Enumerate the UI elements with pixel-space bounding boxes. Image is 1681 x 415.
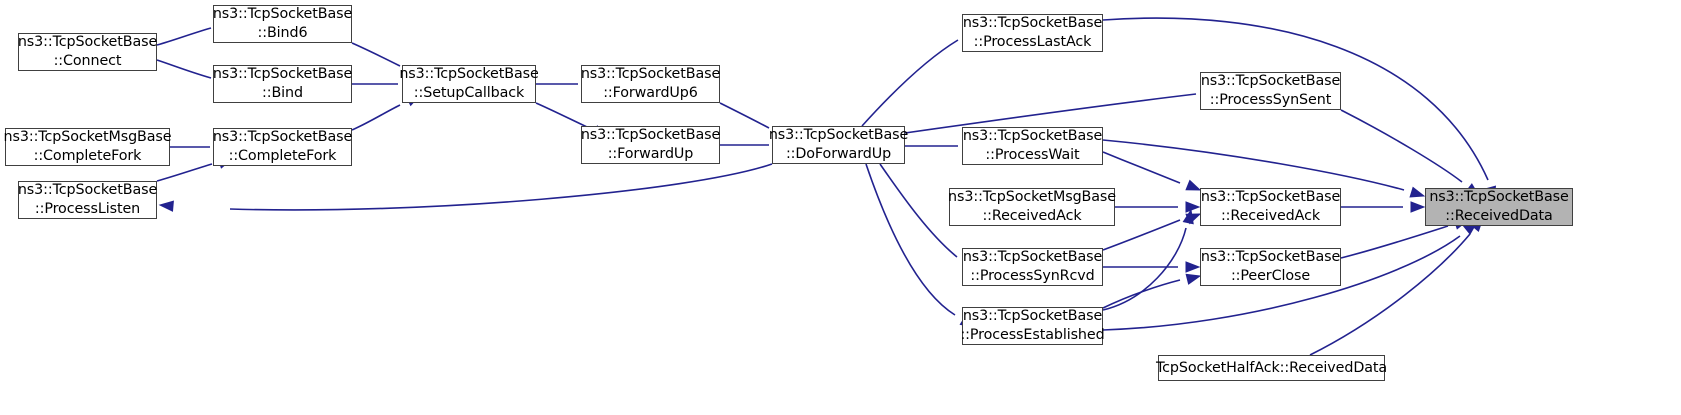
graph-node-receivedack[interactable]: ns3::TcpSocketBase::ReceivedAck xyxy=(1200,188,1341,226)
graph-node-forwardup[interactable]: ns3::TcpSocketBase::ForwardUp xyxy=(581,126,720,164)
graph-node-processsynsent[interactable]: ns3::TcpSocketBase::ProcessSynSent xyxy=(1200,72,1341,110)
graph-node-receiveddata[interactable]: ns3::TcpSocketBase::ReceivedData xyxy=(1425,188,1573,226)
graph-node-label-line1: ns3::TcpSocketBase xyxy=(962,128,1103,145)
graph-node-processestablished[interactable]: ns3::TcpSocketBase::ProcessEstablished xyxy=(960,307,1105,345)
graph-node-label-line2: ::ReceivedData xyxy=(1445,208,1553,224)
graph-node-setupcallback[interactable]: ns3::TcpSocketBase::SetupCallback xyxy=(399,65,539,103)
graph-node-label-line2: ::CompleteFork xyxy=(33,148,142,164)
edge-bind6-to-setupcallback xyxy=(351,42,401,67)
graph-node-completefork[interactable]: ns3::TcpSocketBase::CompleteFork xyxy=(213,128,352,166)
graph-node-label-line1: ns3::TcpSocketBase xyxy=(962,308,1103,325)
graph-node-label-line1: ns3::TcpSocketBase xyxy=(1200,189,1341,206)
graph-node-label-line1: ns3::TcpSocketBase xyxy=(399,66,539,83)
graph-node-label-line2: ::ProcessSynSent xyxy=(1209,92,1332,108)
graph-node-peerclose[interactable]: ns3::TcpSocketBase::PeerClose xyxy=(1200,248,1341,286)
graph-node-processlisten[interactable]: ns3::TcpSocketBase::ProcessListen xyxy=(18,181,157,219)
edge-processest-to-peerclose xyxy=(1102,279,1181,309)
graph-node-processsynrcvd[interactable]: ns3::TcpSocketBase::ProcessSynRcvd xyxy=(962,248,1103,286)
graph-node-label-line1: ns3::TcpSocketBase xyxy=(768,127,909,144)
graph-node-label-line2: ::Bind6 xyxy=(257,25,308,41)
graph-node-label-line2: ::ProcessWait xyxy=(985,147,1080,163)
edge-processwait-to-receiveddata xyxy=(1102,139,1405,191)
graph-node-label-line1: ns3::TcpSocketMsgBase xyxy=(948,189,1116,206)
graph-node-label-line2: ::ProcessListen xyxy=(34,201,141,217)
edge-processsynsent-to-receiveddata xyxy=(1340,109,1463,183)
edge-setupcb-to-forwardup xyxy=(535,102,588,128)
graph-node-doforwardup[interactable]: ns3::TcpSocketBase::DoForwardUp xyxy=(768,126,909,164)
graph-node-label-line2: ::ForwardUp xyxy=(607,146,694,162)
graph-node-label-line1: ns3::TcpSocketBase xyxy=(212,6,353,23)
graph-node-processwait[interactable]: ns3::TcpSocketBase::ProcessWait xyxy=(962,127,1103,165)
arrowhead-processwait-to-receiveddata xyxy=(1409,186,1426,198)
graph-node-msg-completefork[interactable]: ns3::TcpSocketMsgBase::CompleteFork xyxy=(3,128,172,166)
arrowhead-processest-to-peerclose xyxy=(1185,273,1202,285)
graph-node-label-line2: ::DoForwardUp xyxy=(785,146,892,162)
arrowhead-processest-to-receivedack xyxy=(1182,208,1194,225)
edge-doforwardup-to-processsynrcvd xyxy=(879,163,958,258)
graph-node-label-line2: ::Bind xyxy=(262,85,303,101)
edge-connect-to-bind6 xyxy=(156,27,212,46)
graph-node-label-line1: ns3::TcpSocketBase xyxy=(962,15,1103,32)
graph-node-label-line2: ::ProcessLastAck xyxy=(973,34,1092,50)
graph-node-label-line1: ns3::TcpSocketBase xyxy=(17,34,158,51)
graph-node-label-line1: ns3::TcpSocketBase xyxy=(580,127,721,144)
graph-node-label-line1: ns3::TcpSocketBase xyxy=(1200,249,1341,266)
graph-node-label-line1: ns3::TcpSocketBase xyxy=(580,66,721,83)
graph-node-label-line2: ::ProcessEstablished xyxy=(960,327,1105,343)
graph-node-label-line1: ns3::TcpSocketBase xyxy=(1200,73,1341,90)
graph-node-label-line2: ::PeerClose xyxy=(1230,268,1311,284)
arrowhead-doforwardup-to-processlisten xyxy=(158,200,174,212)
edge-doforwardup-to-processlastack xyxy=(861,39,959,127)
arrowhead-receivedack-to-receiveddata xyxy=(1410,201,1426,213)
graph-node-forwardup6[interactable]: ns3::TcpSocketBase::ForwardUp6 xyxy=(581,65,720,103)
edge-processwait-to-receivedack xyxy=(1102,151,1181,184)
graph-node-connect[interactable]: ns3::TcpSocketBase::Connect xyxy=(18,33,157,71)
graph-node-label-line2: ::ProcessSynRcvd xyxy=(970,268,1095,284)
arrowhead-msgreceivedack-to-receivedack xyxy=(1185,201,1201,213)
graph-node-label-line2: ::CompleteFork xyxy=(228,148,337,164)
edge-processest-to-receivedack xyxy=(1102,227,1187,311)
graph-node-bind6[interactable]: ns3::TcpSocketBase::Bind6 xyxy=(213,5,352,43)
edge-processlisten-to-completefork xyxy=(156,163,213,182)
graph-node-label-line1: ns3::TcpSocketBase xyxy=(212,129,353,146)
graph-node-label-line1: ns3::TcpSocketBase xyxy=(962,249,1103,266)
graph-node-label-line2: ::SetupCallback xyxy=(413,85,525,101)
graph-node-label-line2: ::ReceivedAck xyxy=(1220,208,1321,224)
graph-node-label-line1: ns3::TcpSocketBase xyxy=(1429,189,1569,206)
edge-connect-to-bind xyxy=(156,59,212,79)
graph-node-label-line2: ::ForwardUp6 xyxy=(603,85,698,101)
graph-node-label-line1: TcpSocketHalfAck::ReceivedData xyxy=(1155,359,1388,376)
edge-completefork-to-setupcallback xyxy=(351,104,401,131)
graph-node-label-line2: ::ReceivedAck xyxy=(982,208,1082,224)
graph-node-halfack[interactable]: TcpSocketHalfAck::ReceivedData xyxy=(1155,355,1388,381)
edge-forwardup6-to-doforwardup xyxy=(719,102,770,129)
graph-node-label-line1: ns3::TcpSocketBase xyxy=(17,182,158,199)
arrowhead-processsynrcvd-to-peerclose xyxy=(1185,261,1201,273)
graph-node-label-line2: ::Connect xyxy=(53,53,122,69)
graph-node-processlastack[interactable]: ns3::TcpSocketBase::ProcessLastAck xyxy=(962,14,1103,52)
graph-node-label-line1: ns3::TcpSocketMsgBase xyxy=(3,129,172,146)
graph-node-msg-receivedack[interactable]: ns3::TcpSocketMsgBase::ReceivedAck xyxy=(948,188,1116,226)
graph-node-label-line1: ns3::TcpSocketBase xyxy=(212,66,353,83)
edge-doforwardup-to-processest xyxy=(865,163,956,316)
edge-doforwardup-to-processlisten xyxy=(229,163,773,211)
edge-peerclose-to-receiveddata xyxy=(1340,225,1449,259)
graph-node-bind[interactable]: ns3::TcpSocketBase::Bind xyxy=(213,65,352,103)
